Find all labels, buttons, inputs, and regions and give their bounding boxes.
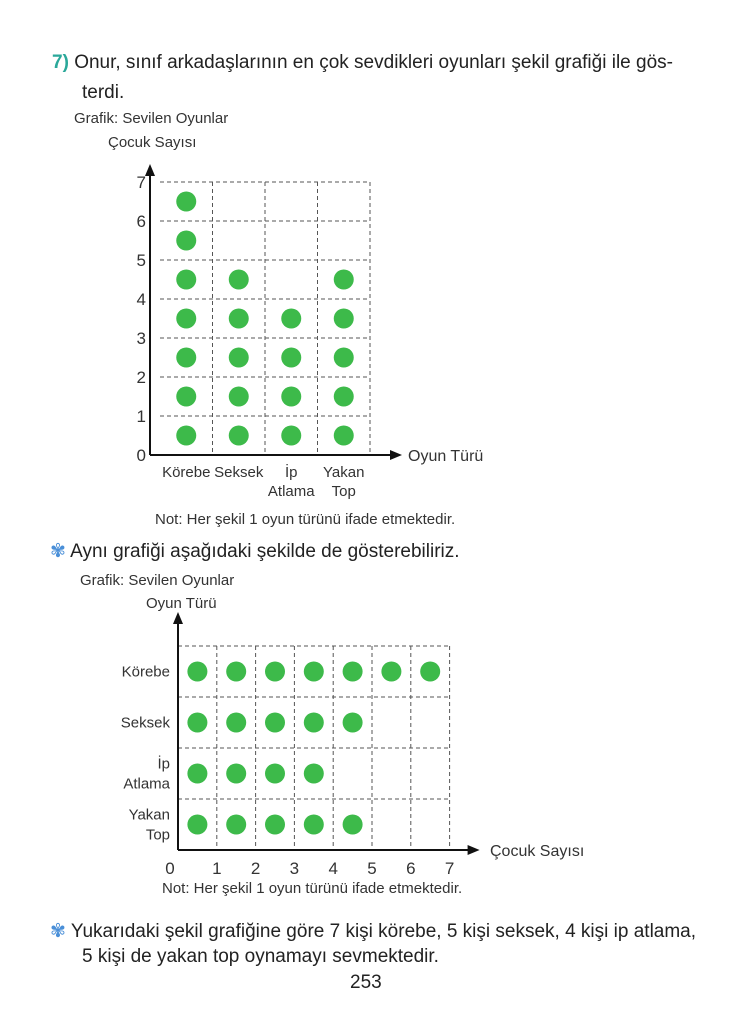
data-dot	[176, 347, 197, 368]
y-tick-label: 4	[137, 290, 146, 309]
data-dot	[281, 347, 302, 368]
chart2-xlabel: Çocuk Sayısı	[490, 843, 585, 860]
page-number: 253	[350, 972, 382, 993]
category-label: Atlama	[268, 483, 315, 500]
data-dot	[176, 425, 197, 446]
y-tick-label: 5	[137, 251, 146, 270]
data-dot	[281, 308, 302, 329]
flower-icon: ✾	[50, 921, 66, 942]
y-tick-label: 2	[137, 368, 146, 387]
data-dot	[333, 269, 354, 290]
chart1-ylabel: Çocuk Sayısı	[108, 134, 197, 151]
y-tick-label: 7	[137, 173, 146, 192]
flower-icon: ✾	[50, 541, 66, 562]
data-dot	[333, 425, 354, 446]
summary-line-1: ✾ Yukarıdaki şekil grafiğine göre 7 kişi…	[50, 920, 696, 943]
data-dot	[281, 386, 302, 407]
data-dot	[228, 347, 249, 368]
y-tick-label: 1	[137, 407, 146, 426]
data-dot	[228, 425, 249, 446]
question-line-1: 7) Onur, sınıf arkadaşlarının en çok sev…	[52, 52, 673, 74]
data-dot	[333, 308, 354, 329]
data-dot	[333, 386, 354, 407]
y-tick-label: 6	[137, 212, 146, 231]
category-label: Körebe	[162, 464, 210, 481]
question-line-2: terdi.	[82, 82, 125, 103]
x-axis-arrow-icon	[390, 450, 402, 460]
y-tick-label: 3	[137, 329, 146, 348]
y-axis-arrow-icon	[145, 164, 155, 176]
summary-text-1: Yukarıdaki şekil grafiğine göre 7 kişi k…	[70, 921, 697, 942]
question-text: Onur, sınıf arkadaşlarının en çok sevdik…	[74, 52, 673, 73]
category-label: Yakan	[323, 464, 364, 481]
data-dot	[281, 425, 302, 446]
category-label: Top	[332, 483, 356, 500]
chart1-xlabel: Oyun Türü	[408, 448, 484, 465]
data-dot	[333, 347, 354, 368]
data-dot	[176, 230, 197, 251]
data-dot	[228, 308, 249, 329]
data-dot	[228, 386, 249, 407]
chart2-note: Not: Her şekil 1 oyun türünü ifade etmek…	[162, 880, 463, 897]
data-dot	[176, 308, 197, 329]
info-line: ✾ Aynı grafiği aşağıdaki şekilde de göst…	[50, 540, 460, 563]
summary-line-2: 5 kişi de yakan top oynamayı sevmektedir…	[82, 946, 439, 967]
category-label: İp	[285, 463, 298, 481]
data-dot	[176, 191, 197, 212]
category-label: Seksek	[214, 464, 264, 481]
chart2-ylabel: Oyun Türü	[146, 595, 217, 612]
chart2-title: Grafik: Sevilen Oyunlar	[80, 572, 235, 589]
info-text: Aynı grafiği aşağıdaki şekilde de göster…	[70, 541, 460, 562]
data-dot	[176, 386, 197, 407]
question-number: 7)	[52, 52, 69, 73]
chart1-note: Not: Her şekil 1 oyun türünü ifade etmek…	[155, 511, 456, 528]
data-dot	[176, 269, 197, 290]
chart1-title: Grafik: Sevilen Oyunlar	[74, 110, 229, 127]
y-tick-label: 0	[137, 446, 146, 465]
data-dot	[228, 269, 249, 290]
